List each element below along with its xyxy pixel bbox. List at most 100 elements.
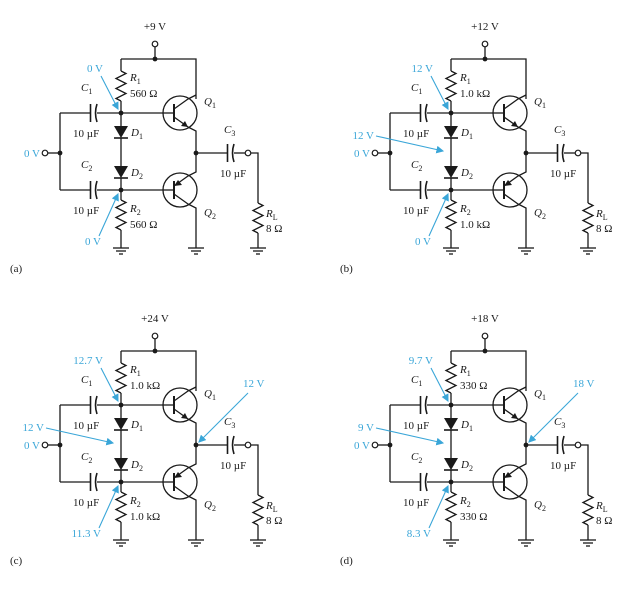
q2-transistor-emitter [173,485,189,497]
wire [251,444,259,495]
q1-label: Q1 [204,96,216,110]
annotation-arrow-mid [375,427,445,446]
terminal [574,441,582,449]
voltage-annotation-mid: 12 V [353,130,375,142]
q1-transistor-arrow [511,413,518,419]
supply-label: +9 V [144,21,166,33]
terminal [244,149,252,157]
voltage-annotation-bottom: 0 V [85,236,101,248]
c2-label: C2 [81,159,92,173]
d2-label: D2 [130,459,143,473]
annotation-arrow-bottom [98,192,119,237]
annotation-arrow-top [100,367,119,402]
panel-caption: (a) [10,263,23,275]
q2-label: Q2 [204,499,216,513]
rl-label: RL [595,500,608,514]
c3-label: C3 [224,124,235,138]
c2-value: 10 µF [403,205,429,217]
c2-label: C2 [411,451,422,465]
wire [517,203,527,248]
r1-resistor [444,70,458,102]
annotation-arrow-top [100,75,119,110]
d1-label: D1 [130,419,143,433]
d2-diode [114,458,128,470]
c2-label: C2 [411,159,422,173]
voltage-annotation-top: 12 V [412,63,434,75]
q1-transistor-arrow [511,121,518,127]
terminal [41,441,49,449]
annotation-arrow-bottom [428,192,449,237]
terminal [151,332,159,340]
q1-transistor-collector [173,390,189,402]
r2-value: 1.0 kΩ [130,511,160,523]
c1-capacitor-plate-curved [424,103,428,123]
terminal [481,40,489,48]
voltage-annotation-top: 0 V [87,63,103,75]
rl-label: RL [265,500,278,514]
r1-resistor [114,70,128,102]
wire [517,495,527,540]
rl-value: 8 Ω [596,223,612,235]
rl-value: 8 Ω [596,515,612,527]
voltage-annotation-bottom: 11.3 V [72,528,101,540]
r1-resistor [114,362,128,394]
c3-capacitor-plate-curved [561,143,565,163]
q2-label: Q2 [534,207,546,221]
r1-label: R1 [129,364,141,378]
voltage-annotation-mid: 9 V [358,422,374,434]
c1-label: C1 [81,374,92,388]
rl-value: 8 Ω [266,223,282,235]
r1-label: R1 [459,72,471,86]
c3-capacitor-plate-curved [231,143,235,163]
r2-label: R2 [129,203,141,217]
c1-capacitor-plate-curved [94,395,98,415]
c2-capacitor-plate-curved [94,180,98,200]
d2-diode [444,166,458,178]
r2-value: 560 Ω [130,219,157,231]
q1-transistor-collector [503,390,519,402]
d1-label: D1 [460,127,473,141]
q2-transistor-emitter [173,193,189,205]
rl-resistor [581,202,595,234]
c3-value: 10 µF [550,168,576,180]
q2-transistor-arrow [174,472,182,478]
supply-label: +12 V [471,21,499,33]
c2-value: 10 µF [403,497,429,509]
c1-capacitor-plate-curved [94,103,98,123]
terminal [481,332,489,340]
c3-value: 10 µF [550,460,576,472]
annotation-arrow-top [430,75,449,110]
c1-value: 10 µF [403,128,429,140]
c3-capacitor-plate-curved [561,435,565,455]
wire [517,94,527,100]
junction-dot [152,56,158,62]
c2-capacitor-plate-curved [94,472,98,492]
r2-resistor [114,199,128,231]
q1-transistor-collector [173,98,189,110]
supply-label: +18 V [471,313,499,325]
wire [187,94,197,100]
d2-label: D2 [460,167,473,181]
r1-value: 1.0 kΩ [130,380,160,392]
q1-label: Q1 [534,96,546,110]
annotation-arrow-output [528,392,579,443]
c2-value: 10 µF [73,497,99,509]
r2-label: R2 [459,203,471,217]
c3-label: C3 [554,124,565,138]
r2-label: R2 [129,495,141,509]
d2-diode [444,458,458,470]
r2-value: 330 Ω [460,511,487,523]
c1-capacitor-plate-curved [424,395,428,415]
q1-label: Q1 [204,388,216,402]
q1-transistor-arrow [181,121,188,127]
r1-value: 560 Ω [130,88,157,100]
c1-value: 10 µF [403,420,429,432]
junction-dot [482,348,488,354]
wire [251,152,259,203]
wire [451,58,527,99]
r1-label: R1 [129,72,141,86]
c1-value: 10 µF [73,420,99,432]
q2-transistor-emitter [503,193,519,205]
